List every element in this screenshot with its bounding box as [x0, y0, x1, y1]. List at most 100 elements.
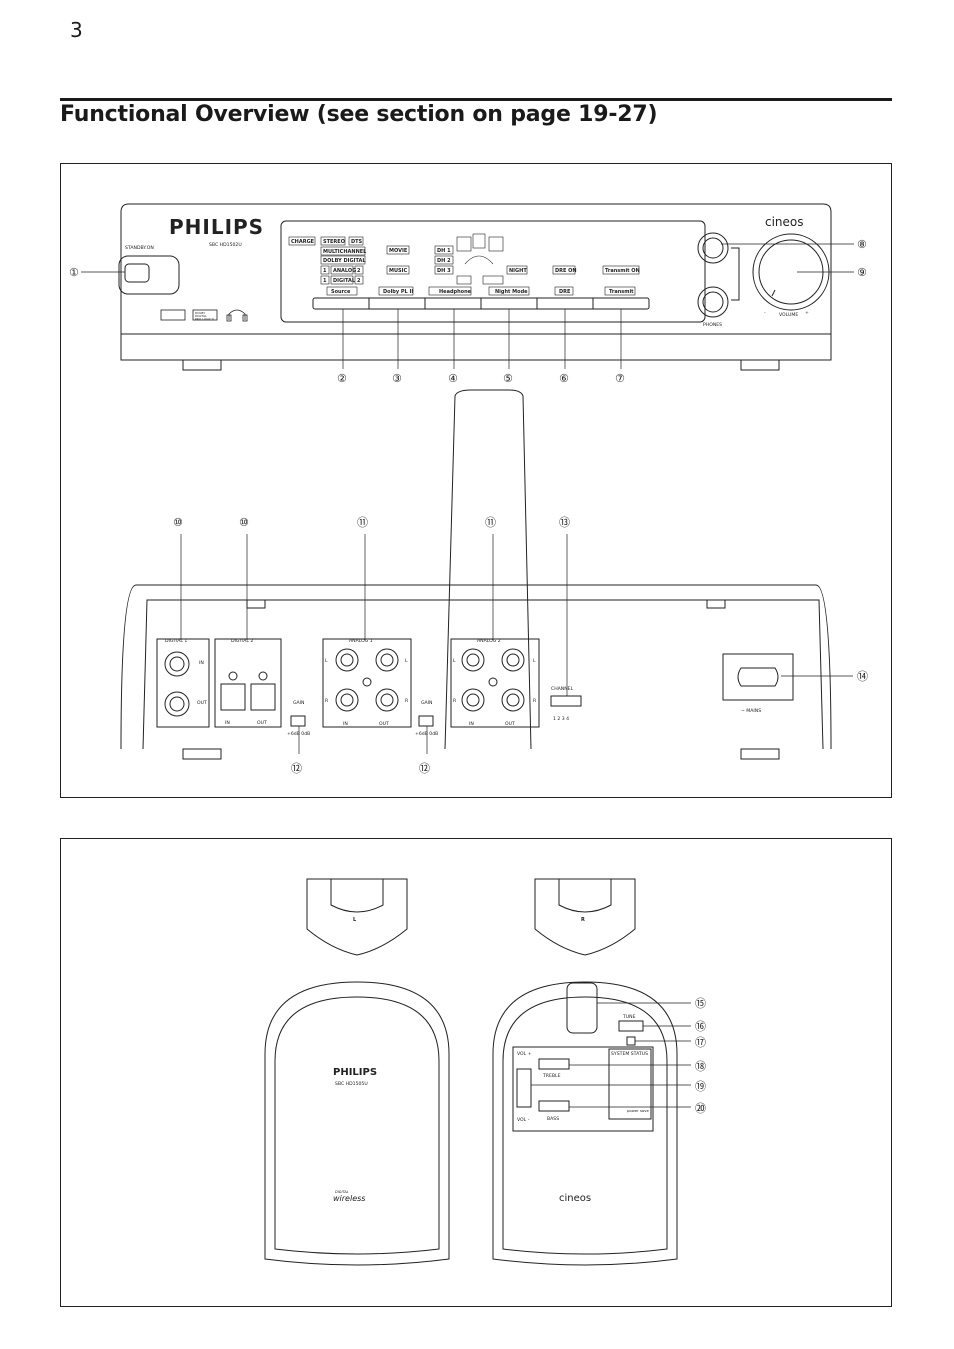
rear-body [120, 584, 832, 750]
callout-9: ⑨ [857, 266, 867, 279]
button-label-headphone: Headphone [439, 289, 472, 295]
tune-button [618, 1020, 644, 1032]
analog2-label: ANALOG 2 [477, 638, 501, 644]
channel-values: 1 2 3 4 [553, 716, 569, 722]
button-label-dolby-pl: Dolby PL II [383, 289, 413, 295]
digital2-box [214, 638, 282, 728]
display-dh2: DH 2 [437, 258, 451, 264]
analog1-l-left: L [325, 658, 328, 664]
title-rule [60, 98, 892, 101]
control-area [512, 1046, 654, 1132]
right-speaker-stand [534, 878, 636, 956]
callout-19: ⑲ [695, 1080, 706, 1093]
channel-switch [550, 695, 582, 707]
vol-minus-label: VOL - [517, 1117, 530, 1123]
button-label-dre: DRE [559, 289, 571, 295]
gain2-values: +6dB 0dB [415, 731, 438, 737]
gain1-label: GAIN [293, 700, 305, 706]
analog1-box [322, 638, 412, 728]
analog2-in-label: IN [469, 721, 474, 727]
callout-10b: ⑩ [239, 516, 249, 529]
speaker-brand: PHILIPS [333, 1067, 377, 1078]
power-button [566, 982, 598, 1034]
antenna [444, 389, 532, 750]
base-unit-drawing: PHILIPS SBC HD1502U STANDBY.ON cineos PH… [69, 203, 868, 775]
page-number: 3 [70, 18, 83, 42]
wireless-small: DIGITAL [335, 1190, 349, 1194]
status-indicator [626, 1036, 636, 1046]
page-title: Functional Overview (see section on page… [60, 102, 658, 127]
digital1-in-label: IN [199, 660, 204, 666]
button-label-source: Source [331, 289, 351, 295]
analog2-l-right: L [533, 658, 536, 664]
speaker-model: SBC HD1505U [335, 1081, 368, 1087]
left-speaker [264, 981, 450, 1266]
wireless-logo: wireless [333, 1194, 365, 1203]
gain2-label: GAIN [421, 700, 433, 706]
speakers-panel: ⑮ ⑯ ⑰ ⑱ ⑲ ⑳ L R PHILIPS SBC HD1505U DIGI… [60, 838, 892, 1307]
system-status-box [608, 1048, 652, 1120]
display-dts: DTS [351, 239, 363, 245]
display-analog-1: 1 [323, 268, 327, 274]
callout-5: ⑤ [503, 372, 513, 385]
volume-rocker [516, 1068, 532, 1108]
analog2-r-left: R [453, 698, 457, 704]
display-digital-1: 1 [323, 278, 327, 284]
system-status-label: SYSTEM STATUS [611, 1051, 648, 1057]
left-stand-mark: L [353, 917, 357, 923]
mains-label: ~ MAINS [741, 708, 761, 714]
cineos-logo: cineos [765, 215, 804, 229]
analog2-r-right: R [533, 698, 537, 704]
phones-label: PHONES [703, 322, 722, 328]
tune-label: TUNE [622, 1014, 636, 1020]
digital2-in-label: IN [225, 720, 230, 726]
channel-label: CHANNEL [551, 686, 574, 692]
analog1-out-label: OUT [379, 721, 389, 727]
volume-label: VOLUME [779, 312, 798, 318]
analog1-label: ANALOG 1 [349, 638, 373, 644]
callout-11a: ⑪ [357, 516, 368, 529]
digital1-out-label: OUT [197, 700, 207, 706]
display-digital-2: 2 [357, 278, 361, 284]
callout-17: ⑰ [695, 1036, 706, 1049]
button-label-transmit: Transmit [609, 289, 634, 295]
button-label-night-mode: Night Mode [495, 289, 528, 295]
left-speaker-stand [306, 878, 408, 956]
callout-4: ④ [448, 372, 458, 385]
brand-logo: PHILIPS [169, 215, 264, 239]
power-save-label: power save [627, 1108, 649, 1113]
callout-14: ⑭ [857, 670, 868, 683]
display-multichannel: MULTICHANNEL [323, 249, 367, 255]
analog2-l-left: L [453, 658, 456, 664]
display-dre-on: DRE ON [555, 268, 577, 274]
analog1-r-left: R [325, 698, 329, 704]
display-dh3: DH 3 [437, 268, 451, 274]
display-transmit-on: Transmit ON [605, 268, 640, 274]
callout-8: ⑧ [857, 238, 867, 251]
analog1-r-right: R [405, 698, 409, 704]
logo-dolby: DOLBY [195, 311, 205, 315]
callout-10a: ⑩ [173, 516, 183, 529]
callout-15: ⑮ [695, 997, 706, 1010]
mains-socket [722, 653, 794, 701]
analog1-l-right: L [405, 658, 408, 664]
callout-12b: ⑫ [419, 762, 430, 775]
display-movie: MOVIE [389, 248, 408, 254]
bass-label: BASS [547, 1116, 559, 1122]
standby-button-housing [118, 255, 180, 295]
vol-minus-label: - [764, 311, 766, 316]
callout-12a: ⑫ [291, 762, 302, 775]
gain1-values: +6dB 0dB [287, 731, 310, 737]
digital2-out-optical [250, 683, 276, 711]
digital1-box [156, 638, 210, 728]
front-body [120, 203, 832, 361]
callout-1: ① [69, 266, 79, 279]
front-foot-left [182, 359, 222, 371]
logo-digital: DIGITAL [195, 314, 207, 318]
logo-prologic: PRO LOGIC II [195, 317, 214, 321]
display-dh1: DH 1 [437, 248, 451, 254]
display-analog-2: 2 [357, 268, 361, 274]
digital2-in-optical [220, 683, 246, 711]
phones-jack-1 [697, 232, 729, 264]
callout-2: ② [337, 372, 347, 385]
